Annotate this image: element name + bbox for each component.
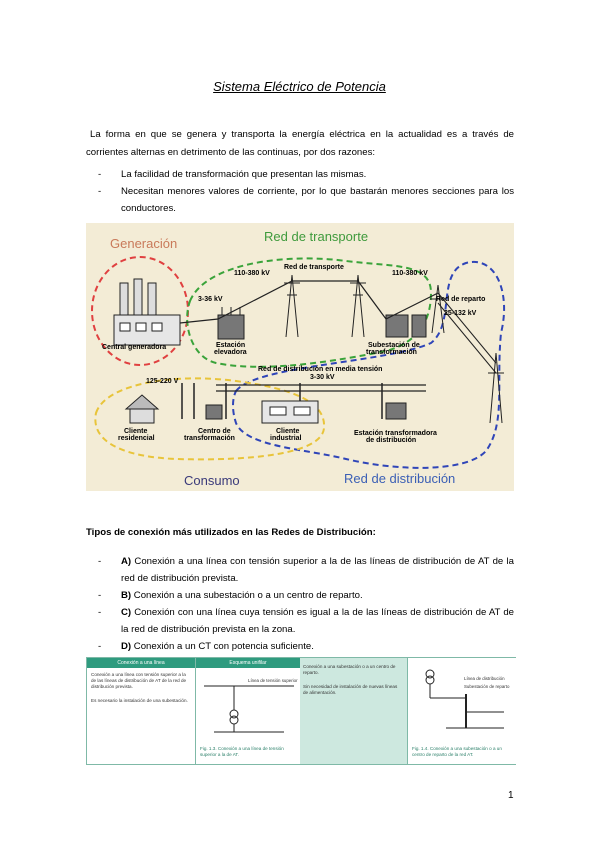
single-line-diagram — [204, 685, 294, 733]
label-voltage: 3-30 kV — [310, 374, 335, 381]
connections-list: -A) Conexión a una línea con tensión sup… — [98, 553, 514, 655]
label-subestacion: Subestación de — [368, 342, 420, 349]
figure-panel: Línea de distribución Subestación de rep… — [407, 658, 516, 764]
substation-icon — [385, 314, 427, 338]
distribution-station-icon — [385, 402, 407, 420]
residential-house-icon — [124, 394, 160, 424]
label-cliente: Cliente — [124, 428, 147, 435]
zone-consumption-title: Consumo — [184, 473, 240, 488]
list-item: -A) Conexión a una línea con tensión sup… — [98, 556, 514, 584]
figure-caption: Fig. 1.4. Conexión a una subestación o a… — [412, 746, 502, 757]
label-cliente: residencial — [118, 435, 155, 442]
reparto-line — [437, 292, 497, 364]
connection-figure: Conexión a una línea Conexión a una líne… — [86, 657, 516, 765]
figure-panel-header: Conexión a una línea — [87, 658, 195, 668]
figure-panel-header: Esquema unifilar — [196, 658, 300, 668]
transmission-tower-icon — [284, 274, 300, 338]
label-central: Central generadora — [102, 344, 166, 351]
figure-text: Sin necesidad de instalación de nuevas l… — [303, 684, 398, 695]
transformer-center-icon — [205, 404, 223, 420]
label-voltage: 125-220 V — [146, 378, 179, 385]
label-voltage: 110-380 kV — [392, 270, 428, 277]
step-up-transformer-icon — [217, 307, 245, 340]
label-estacion-transf: Estación transformadora — [354, 430, 437, 437]
label-estacion: elevadora — [214, 349, 247, 356]
figure-caption: Fig. 1.3. Conexión a una línea de tensió… — [200, 746, 284, 757]
reparto-line — [437, 302, 497, 374]
label-subestacion: transformación — [366, 349, 417, 356]
zone-distribution-title: Red de distribución — [344, 471, 455, 486]
list-item: -B) Conexión a una subestación o a un ce… — [98, 590, 363, 601]
transmission-tower-icon — [350, 274, 366, 338]
label-cliente: Cliente — [276, 428, 299, 435]
figure-text: Conexión a una línea con tensión superio… — [91, 672, 187, 689]
industrial-building-icon — [261, 400, 319, 424]
figure-panel: Conexión a una línea Conexión a una líne… — [87, 658, 195, 764]
label-red-transporte: Red de transporte — [284, 264, 344, 271]
figure-label: Línea de tensión superior — [248, 678, 298, 683]
label-voltage: 25-132 kV — [444, 310, 477, 317]
figure-panel: Conexión a una subestación o a un centro… — [299, 658, 407, 764]
substation-diagram — [425, 669, 504, 729]
label-estacion: Estación — [216, 342, 245, 349]
section-heading: Tipos de conexión más utilizados en las … — [86, 527, 376, 538]
page-number: 1 — [508, 790, 514, 801]
list-item: -La facilidad de transformación que pres… — [98, 169, 367, 180]
label-red-reparto: Red de reparto — [436, 296, 485, 303]
reasons-list: -La facilidad de transformación que pres… — [98, 166, 514, 217]
power-plant-icon — [113, 278, 181, 346]
figure-panel: Esquema unifilar Línea de tensión superi… — [195, 658, 300, 764]
figure-text: Es necesario la instalación de una subes… — [91, 698, 188, 703]
label-cliente: industrial — [270, 435, 302, 442]
list-item: -D) Conexión a un CT con potencia sufici… — [98, 641, 314, 652]
transmission-line — [179, 280, 439, 324]
label-voltage: 110-380 kV — [234, 270, 270, 277]
label-centro: transformación — [184, 435, 235, 442]
page-title: Sistema Eléctrico de Potencia — [213, 79, 386, 94]
distribution-tower-icon — [430, 284, 504, 424]
zone-generation-title: Generación — [110, 236, 177, 251]
intro-paragraph: La forma en que se genera y transporta l… — [86, 129, 514, 158]
list-item: -Necesitan menores valores de corriente,… — [98, 186, 514, 214]
list-item: -C) Conexión con una línea cuya tensión … — [98, 607, 515, 635]
label-voltage: 3-36 kV — [198, 296, 223, 303]
zone-transport-title: Red de transporte — [264, 229, 368, 244]
figure-label: Línea de distribución — [464, 676, 505, 681]
label-media-tension: Red de distribución en media tensión — [258, 366, 382, 373]
label-centro: Centro de — [198, 428, 231, 435]
distribution-zone-outline — [232, 260, 506, 469]
figure-label: Subestación de reparto — [464, 684, 510, 689]
label-estacion-transf: de distribución — [366, 437, 416, 444]
power-system-diagram: Generación Red de transporte Consumo Red… — [86, 223, 514, 491]
figure-text: Conexión a una subestación o a un centro… — [303, 664, 396, 675]
